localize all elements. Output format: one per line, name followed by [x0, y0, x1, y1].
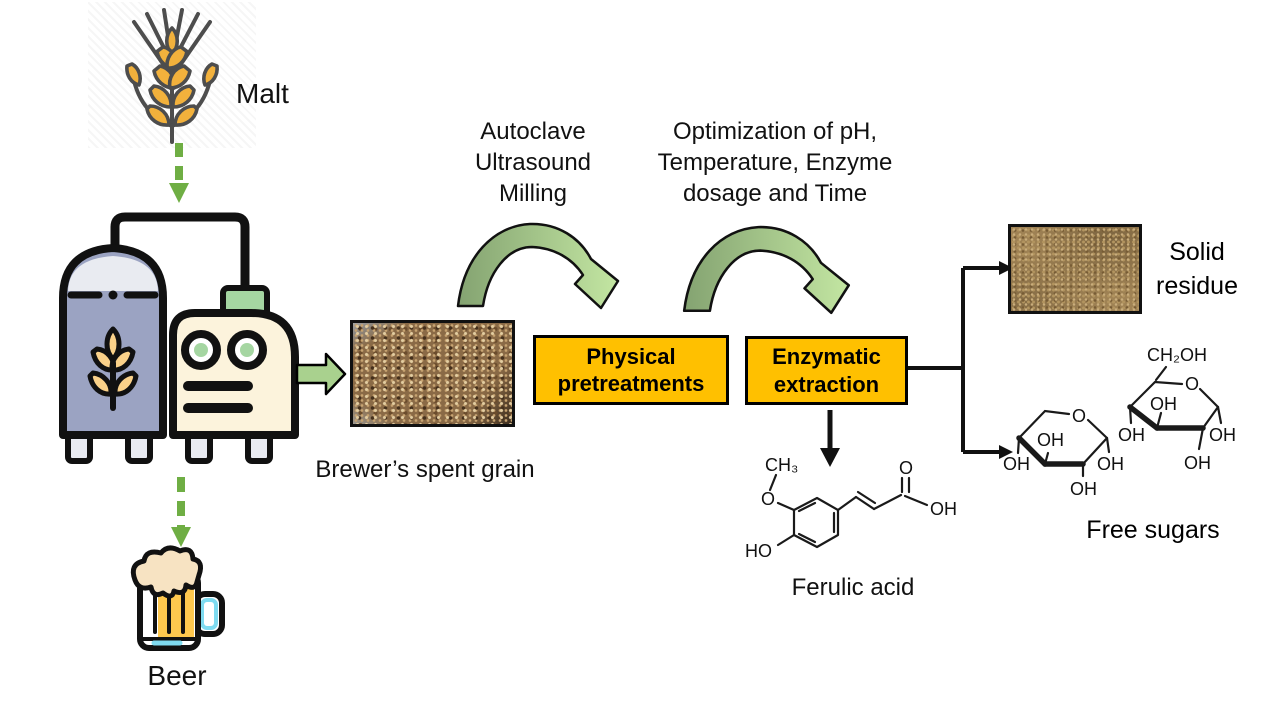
curved-process-arrow-icon [682, 225, 851, 315]
note-line: dosage and Time [682, 180, 868, 207]
beer-label: Beer [147, 660, 207, 691]
note-line: Milling [498, 180, 567, 207]
enzymatic-extraction-box: Enzymatic extraction [745, 336, 908, 405]
ferulic-acid-label: Ferulic acid [791, 574, 915, 601]
solid-residue-photo [1008, 224, 1142, 314]
glucose-oh: OH [1209, 425, 1236, 445]
wheat-ear-icon [125, 8, 219, 144]
ferulic-hydroxyl: HO [745, 541, 772, 561]
ferulic-acid-structure: CH₃ O HO O OH [745, 450, 980, 575]
xylose-oh: OH [1037, 430, 1064, 450]
malt-label: Malt [236, 78, 289, 109]
ferulic-acid-oh: OH [930, 499, 957, 519]
glucose-oh: OH [1150, 394, 1177, 414]
beer-mug-icon [130, 545, 225, 651]
xylose-oh: OH [1003, 454, 1030, 474]
branch-connector [908, 261, 1013, 459]
down-arrow-icon [820, 410, 840, 467]
solid-residue-label: Solid residue [1156, 238, 1238, 300]
ferulic-ether-oxygen: O [761, 489, 776, 509]
spent-grain-photo [350, 320, 515, 427]
ferulic-acid-bonds [768, 473, 929, 549]
xylose-ring-oxygen: O [1072, 406, 1087, 426]
optimization-note: Optimization of pH, Temperature, Enzyme … [650, 116, 900, 209]
sugar-ring-bonds [1016, 365, 1223, 478]
glucose-oh: OH [1184, 453, 1211, 473]
enzymatic-extraction-label: Enzymatic extraction [772, 344, 881, 397]
physical-pretreatments-label: Physical pretreatments [557, 343, 705, 397]
xylose-oh: OH [1070, 479, 1097, 499]
free-sugars-structures: O OH OH OH OH CH₂OH O OH OH OH OH [985, 343, 1240, 518]
glucose-ring-oxygen: O [1185, 374, 1200, 394]
dashed-down-arrow-icon [169, 143, 189, 203]
glucose-oh: OH [1118, 425, 1145, 445]
physical-pretreatments-box: Physical pretreatments [533, 335, 729, 405]
glucose-ch2oh: CH₂OH [1147, 345, 1207, 365]
note-line: Autoclave [480, 118, 586, 145]
free-sugars-label: Free sugars [1086, 516, 1220, 544]
note-line: Optimization of pH, [672, 118, 878, 145]
dashed-down-arrow-icon [171, 477, 191, 547]
ferulic-carbonyl-oxygen: O [899, 458, 914, 478]
note-line: Ultrasound [474, 149, 592, 176]
note-line: Temperature, Enzyme [657, 149, 893, 176]
block-right-arrow-icon [295, 352, 347, 396]
ferulic-methyl: CH₃ [765, 455, 799, 475]
pretreatment-methods-note: Autoclave Ultrasound Milling [448, 116, 618, 209]
spent-grain-caption: Brewer’s spent grain [315, 456, 535, 483]
brewing-tanks-icon [59, 212, 299, 464]
curved-process-arrow-icon [456, 222, 620, 310]
xylose-oh: OH [1097, 454, 1124, 474]
